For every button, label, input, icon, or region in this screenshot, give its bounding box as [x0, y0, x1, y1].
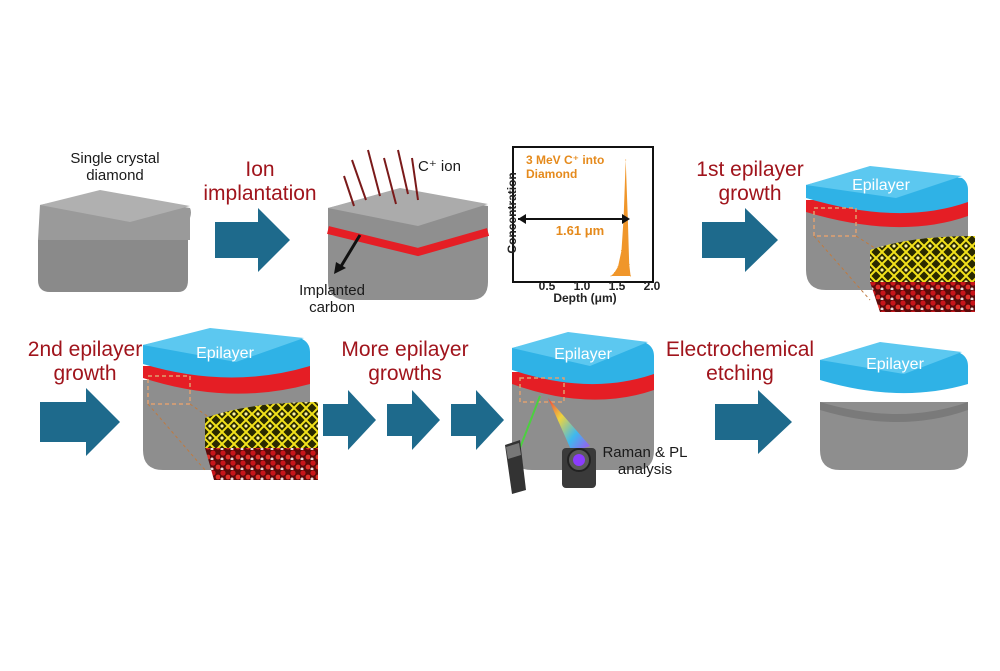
label-more-epilayer: More epilayer growths — [341, 338, 469, 386]
arrow-ion-implantation — [215, 208, 290, 272]
diamond-block-epilayer-1 — [806, 166, 975, 312]
diamond-block-analyzed — [512, 332, 654, 470]
arrow-more-growth-2 — [387, 390, 440, 450]
arrow-first-epilayer — [702, 208, 778, 272]
depth-profile-point — [628, 263, 630, 265]
depth-profile-point — [610, 275, 612, 277]
c-ion-tracks — [343, 149, 419, 207]
separated-blocks — [820, 342, 968, 470]
depth-profile-point — [625, 159, 627, 161]
label-first-epilayer-text: 1st epilayer growth — [696, 158, 804, 206]
label-electrochemical: Electrochemical etching — [665, 338, 815, 386]
epilayer-label-2: Epilayer — [196, 345, 254, 362]
chart-xtick-2: 1.5 — [608, 279, 626, 293]
label-implanted-carbon: Implanted carbon — [299, 282, 365, 317]
depth-arrow-left-head — [518, 214, 526, 224]
depth-profile-point — [630, 275, 632, 277]
chart-annotation: 1.61 μm — [555, 223, 605, 238]
depth-profile-point — [614, 272, 615, 274]
arrow-more-growth-3 — [451, 390, 504, 450]
chart-ylabel: Concentration — [505, 172, 520, 254]
diamond-block-1 — [38, 190, 191, 292]
epilayer-label-1: Epilayer — [852, 177, 910, 194]
chart-xtick-0: 0.5 — [538, 279, 556, 293]
spectrometer-icon — [548, 398, 596, 488]
depth-profile-point — [621, 249, 622, 251]
epilayer-label-3: Epilayer — [554, 346, 612, 363]
implant-depth-chart — [512, 146, 654, 283]
label-raman-pl: Raman & PL analysis — [602, 444, 688, 479]
label-first-epilayer: 1st epilayer growth — [685, 158, 815, 206]
diamond-block-epilayer-2 — [143, 328, 318, 480]
label-second-epilayer: 2nd epilayer growth — [27, 338, 143, 386]
diamond-block-implanted — [327, 188, 490, 300]
chart-frame — [512, 146, 654, 283]
label-single-crystal: Single crystal diamond — [70, 150, 160, 185]
depth-profile-area — [611, 160, 631, 276]
chart-xlabel: Depth (μm) — [553, 291, 617, 305]
arrow-more-growth-1 — [323, 390, 376, 450]
depth-profile-point — [617, 266, 619, 268]
label-c-ion: C⁺ ion — [418, 158, 461, 175]
chart-title: 3 MeV C⁺ into Diamond — [526, 153, 605, 181]
label-ion-implantation: Ion implantation — [203, 158, 317, 206]
implanted-pointer-arrow — [338, 234, 362, 269]
chart-xtick-3: 2.0 — [643, 279, 661, 293]
depth-arrow-right-head — [622, 214, 630, 224]
arrow-second-epilayer — [40, 388, 120, 456]
arrow-electrochemical-etching — [715, 390, 792, 454]
laser-probe-icon — [505, 395, 541, 494]
chart-xtick-1: 1.0 — [573, 279, 591, 293]
epilayer-label-4: Epilayer — [866, 356, 924, 373]
